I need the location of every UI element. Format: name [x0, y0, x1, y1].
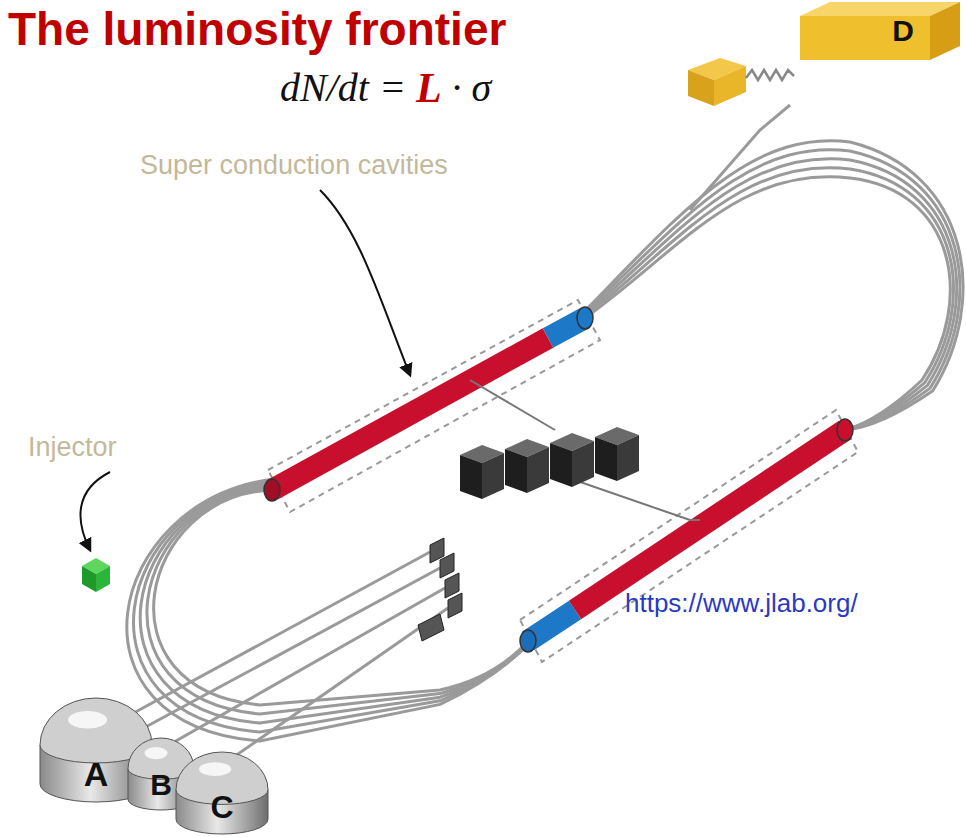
beam-line — [585, 141, 963, 430]
formula: dN/dt = — [280, 64, 406, 111]
formula-symbol-text: L — [416, 65, 442, 111]
linac-enclosure — [520, 410, 858, 662]
formula-text: dN/dt = — [280, 65, 406, 110]
callout-label-text: Injector — [28, 432, 117, 462]
hall-letter: C — [210, 789, 233, 834]
beam-line — [127, 479, 528, 741]
url-text-text: https://www.jlab.org/ — [625, 588, 858, 618]
beam-lines — [127, 141, 963, 770]
formula-text: · σ — [452, 65, 492, 110]
hall-d: D — [800, 2, 960, 60]
hall-beam-line — [130, 552, 430, 715]
formula: · σ — [452, 64, 492, 111]
callout-label: Super conduction cavities — [140, 150, 448, 181]
callout-label: Injector — [28, 432, 117, 463]
hall-d-tagger — [688, 58, 746, 106]
beam-line — [585, 168, 954, 430]
leader-arrow — [80, 472, 110, 550]
injector-cube — [82, 558, 110, 592]
hall-letter: A — [84, 755, 109, 802]
spring — [746, 70, 794, 80]
linac-cavities — [264, 307, 593, 501]
formula-symbol: L — [416, 64, 442, 112]
hall-beam-line — [140, 568, 440, 730]
slide-title: The luminosity frontier — [8, 2, 506, 56]
hall-d-shape — [800, 2, 960, 60]
hall-letter: B — [150, 768, 172, 810]
leader-arrow — [320, 190, 410, 375]
beam-line — [585, 159, 957, 430]
title-text: The luminosity frontier — [8, 3, 506, 55]
beam-line — [585, 177, 950, 430]
hall-beam-line — [215, 608, 448, 770]
callout-label-text: Super conduction cavities — [140, 150, 448, 180]
cryo-plant — [460, 380, 700, 520]
extraction-line — [690, 105, 790, 210]
hall-beam-line — [160, 588, 445, 750]
url-text: https://www.jlab.org/ — [625, 588, 858, 619]
beam-line — [585, 150, 960, 430]
hall-letter: D — [892, 14, 914, 48]
hall-c: C — [176, 752, 268, 834]
switchyard-magnets — [418, 538, 462, 641]
linac-enclosure — [268, 300, 600, 512]
